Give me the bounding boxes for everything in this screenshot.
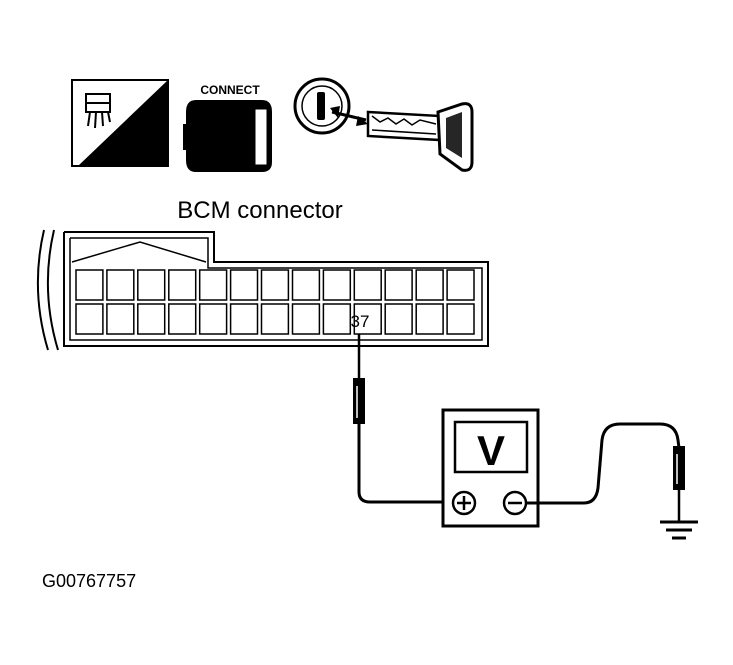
- terminal-cavity: [198, 303, 228, 335]
- terminal-cavity: [106, 303, 135, 335]
- negative-test-lead: [526, 422, 685, 522]
- negative-terminal-icon: [502, 490, 528, 516]
- terminal-cavity: [260, 303, 290, 335]
- terminal-cavity: [75, 269, 104, 301]
- terminal-cavity: [322, 269, 352, 301]
- ignition-key-icon: [293, 77, 474, 172]
- terminal-cavity: [229, 303, 259, 335]
- terminal-cavity: [291, 269, 321, 301]
- terminal-37-label: 37: [351, 312, 370, 331]
- connect-icon: CONNECT E: [183, 83, 272, 172]
- terminal-cavity: [106, 269, 135, 301]
- positive-terminal-icon: [451, 490, 477, 516]
- terminal-cavity: [229, 269, 259, 301]
- terminal-cavity: [353, 269, 382, 301]
- terminal-cavity: [137, 303, 166, 335]
- terminal-cavity: [168, 269, 197, 301]
- voltmeter: V: [441, 408, 540, 528]
- terminal-cavity: [415, 303, 444, 335]
- connector-pins-icon: [85, 93, 111, 129]
- terminal-cavity: [415, 269, 444, 301]
- terminal-cavity: [322, 303, 352, 335]
- bcm-connector: 37: [36, 229, 489, 351]
- terminal-cavity: [384, 303, 413, 335]
- terminal-cavity: [384, 269, 413, 301]
- terminal-cavity: [446, 269, 475, 301]
- terminal-cavity-grid: [75, 269, 475, 335]
- terminal-cavity: [198, 269, 228, 301]
- terminal-cavity: [75, 303, 104, 335]
- terminal-cavity: [291, 303, 321, 335]
- terminal-cavity: [168, 303, 197, 335]
- terminal-cavity: [137, 269, 166, 301]
- ground-symbol-icon: [660, 520, 698, 540]
- figure-code: G00767757: [42, 571, 136, 591]
- terminal-cavity: [353, 303, 382, 335]
- connect-label: CONNECT: [200, 83, 260, 97]
- connect-letter: E: [216, 119, 245, 168]
- meter-mode-symbol: V: [477, 427, 505, 474]
- harness-side-label: H.S.: [109, 140, 152, 165]
- positive-test-lead: [353, 334, 452, 504]
- terminal-cavity: [260, 269, 290, 301]
- harness-side-icon: H.S.: [71, 79, 169, 167]
- connector-title: BCM connector: [177, 197, 342, 224]
- terminal-cavity: [446, 303, 475, 335]
